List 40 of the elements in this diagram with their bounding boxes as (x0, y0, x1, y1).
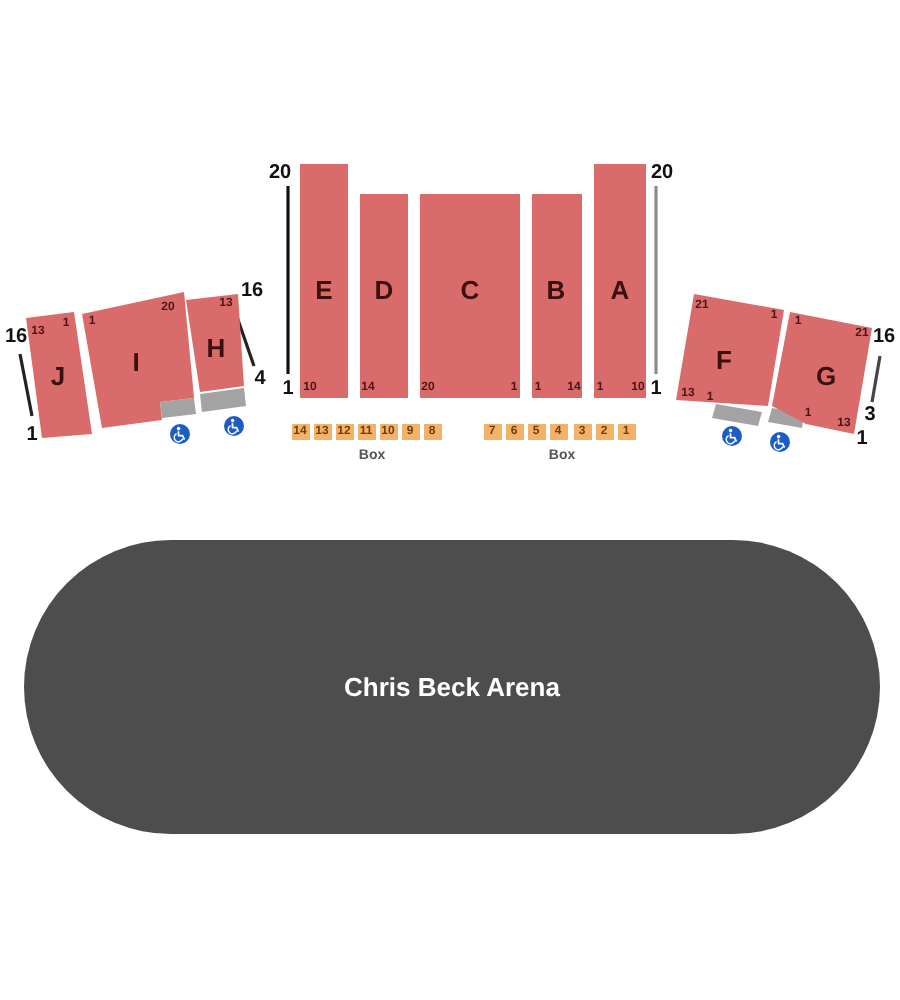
section-letter: D (374, 277, 394, 303)
row-number: 3 (864, 406, 876, 426)
row-number: 1 (26, 426, 38, 446)
box-seat (505, 424, 523, 440)
section-letter: E (315, 277, 333, 303)
seating-section (26, 312, 92, 438)
box-seat (423, 424, 441, 440)
seating-section (186, 294, 244, 392)
box-seat (595, 424, 613, 440)
section-letter: F (716, 347, 732, 373)
section-letter: J (50, 363, 66, 389)
box-seat (573, 424, 591, 440)
row-number: 4 (254, 370, 266, 390)
row-number: 20 (650, 164, 674, 184)
row-number: 16 (872, 328, 896, 348)
seating-section (360, 194, 408, 398)
section-letter: G (815, 363, 837, 389)
row-number: 20 (268, 164, 292, 184)
box-seat (483, 424, 501, 440)
row-number: 16 (4, 328, 28, 348)
seating-section (676, 294, 784, 406)
arena-name: Chris Beck Arena (344, 674, 560, 700)
seating-section (594, 164, 646, 398)
box-seat (401, 424, 419, 440)
box-seat (549, 424, 567, 440)
box-seat (527, 424, 545, 440)
section-letter: H (206, 335, 226, 361)
seating-section (532, 194, 582, 398)
row-number: 1 (282, 380, 294, 400)
seating-section (772, 312, 872, 434)
seating-section (300, 164, 348, 398)
seating-section (420, 194, 520, 398)
section-letter: B (546, 277, 566, 303)
row-number: 1 (650, 380, 662, 400)
section-letter: A (610, 277, 630, 303)
section-letter: C (460, 277, 480, 303)
section-letter: I (132, 349, 140, 375)
row-number: 16 (240, 282, 264, 302)
row-number: 1 (856, 430, 868, 450)
box-seat (617, 424, 635, 440)
